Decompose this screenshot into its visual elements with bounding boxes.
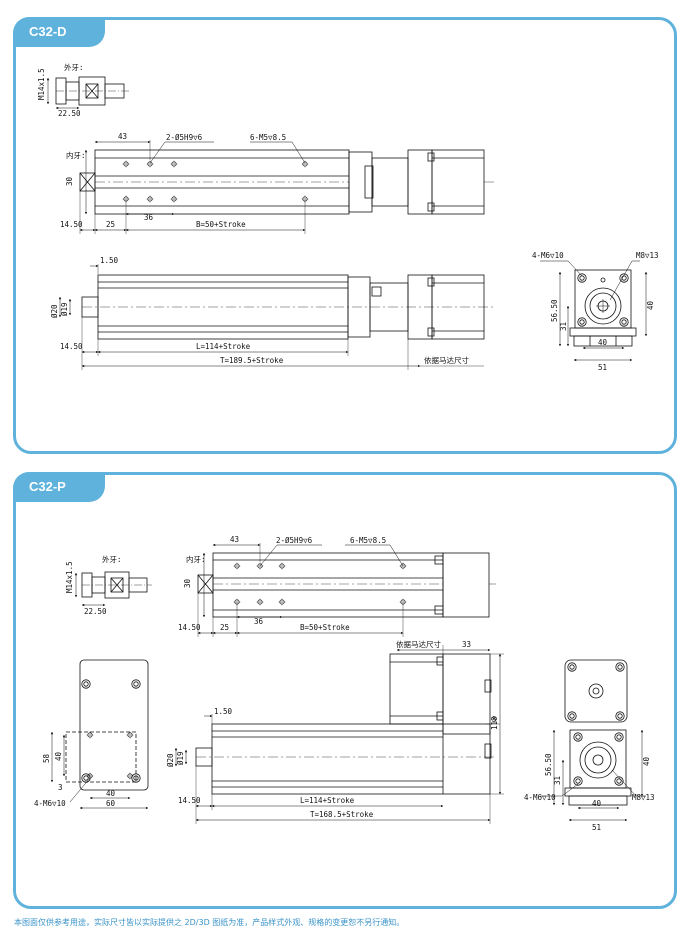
dim-m6: 4-M6▽10 — [524, 793, 556, 802]
dim-b: B=50+Stroke — [300, 623, 350, 632]
mount-holes — [122, 160, 309, 203]
top-view — [79, 149, 495, 215]
dim-l: L=114+Stroke — [196, 342, 251, 351]
thread-label: 外牙: — [102, 554, 122, 564]
dim-pin-holes: 2-Ø5H9▽6 — [276, 536, 313, 545]
dim-m8: M8▽13 — [636, 251, 659, 260]
dim-tap-holes: 6-M5▽8.5 — [250, 133, 286, 142]
dim-tap-holes: 6-M5▽8.5 — [350, 536, 386, 545]
dim-dia-19: Ø19 — [60, 302, 69, 316]
dim-l: L=114+Stroke — [300, 796, 355, 805]
motor-size-note: 依据马达尺寸 — [424, 355, 469, 365]
dim-51: 51 — [598, 363, 607, 372]
inner-thread-label: 内牙: — [186, 554, 206, 564]
end-view — [564, 659, 632, 806]
dim-1-50: 1.50 — [214, 707, 233, 716]
thread-view — [46, 76, 130, 110]
dim-43: 43 — [230, 535, 239, 544]
section-title: C32-D — [13, 17, 105, 47]
dim-14-50: 14.50 — [178, 796, 201, 805]
dim-dia-20: Ø20 — [166, 753, 175, 767]
motor-size-note: 依据马达尺寸 — [396, 639, 441, 649]
dim-51: 51 — [592, 823, 601, 832]
dim-58: 58 — [42, 753, 51, 763]
dim-40-h: 40 — [592, 799, 602, 808]
dim-3: 3 — [58, 783, 63, 792]
dim-60: 60 — [106, 799, 116, 808]
dim-56-50: 56.50 — [544, 753, 553, 776]
dim-40-h: 40 — [598, 338, 608, 347]
dim-t: T=168.5+Stroke — [310, 810, 374, 819]
dim-56-50: 56.50 — [550, 299, 559, 322]
dim-36: 36 — [254, 617, 264, 626]
dim-43: 43 — [118, 132, 127, 141]
dim-m8: M8▽13 — [632, 793, 655, 802]
dim-40-v: 40 — [642, 756, 651, 766]
dim-40: 40 — [54, 751, 63, 761]
dim-30: 30 — [65, 176, 74, 186]
top-view — [197, 552, 496, 618]
dim-14-50: 14.50 — [178, 623, 201, 632]
dim-14-50: 14.50 — [60, 220, 83, 229]
thread-view — [74, 571, 152, 607]
dim-31: 31 — [553, 776, 562, 785]
dim-30: 30 — [183, 578, 192, 588]
dim-118: 118 — [490, 716, 499, 730]
dim-length: 22.50 — [58, 109, 81, 118]
thread-label: 外牙: — [64, 62, 84, 72]
dim-31: 31 — [559, 322, 568, 331]
dim-36: 36 — [144, 213, 154, 222]
dim-b: B=50+Stroke — [196, 220, 246, 229]
dim-dia-20: Ø20 — [50, 304, 59, 318]
bottom-view — [65, 659, 149, 791]
dim-40-h: 40 — [106, 789, 116, 798]
dim-5: 5 — [492, 715, 497, 724]
inner-thread-label: 内牙: — [66, 150, 86, 160]
dim-thread: M14x1.5 — [65, 561, 74, 593]
dim-m6: 4-M6▽10 — [532, 251, 564, 260]
dim-25: 25 — [220, 623, 229, 632]
dim-1-50: 1.50 — [100, 256, 119, 265]
dim-25: 25 — [106, 220, 115, 229]
dim-pin-holes: 2-Ø5H9▽6 — [166, 133, 203, 142]
side-view — [81, 274, 495, 340]
footer-note: 本图面仅供参考用途，实际尺寸皆以实际提供之 2D/3D 图纸为准，产品样式外观、… — [14, 918, 405, 927]
dim-thread: M14x1.5 — [37, 68, 46, 100]
dim-t: T=189.5+Stroke — [220, 356, 284, 365]
dim-33: 33 — [462, 640, 471, 649]
end-view — [569, 269, 637, 347]
dim-length: 22.50 — [84, 607, 107, 616]
side-view — [195, 653, 495, 795]
dim-40-v: 40 — [646, 300, 655, 310]
section-title: C32-P — [13, 472, 105, 502]
dim-dia-19: Ø19 — [176, 751, 185, 765]
dim-m6: 4-M6▽10 — [34, 799, 66, 808]
dim-14-50: 14.50 — [60, 342, 83, 351]
